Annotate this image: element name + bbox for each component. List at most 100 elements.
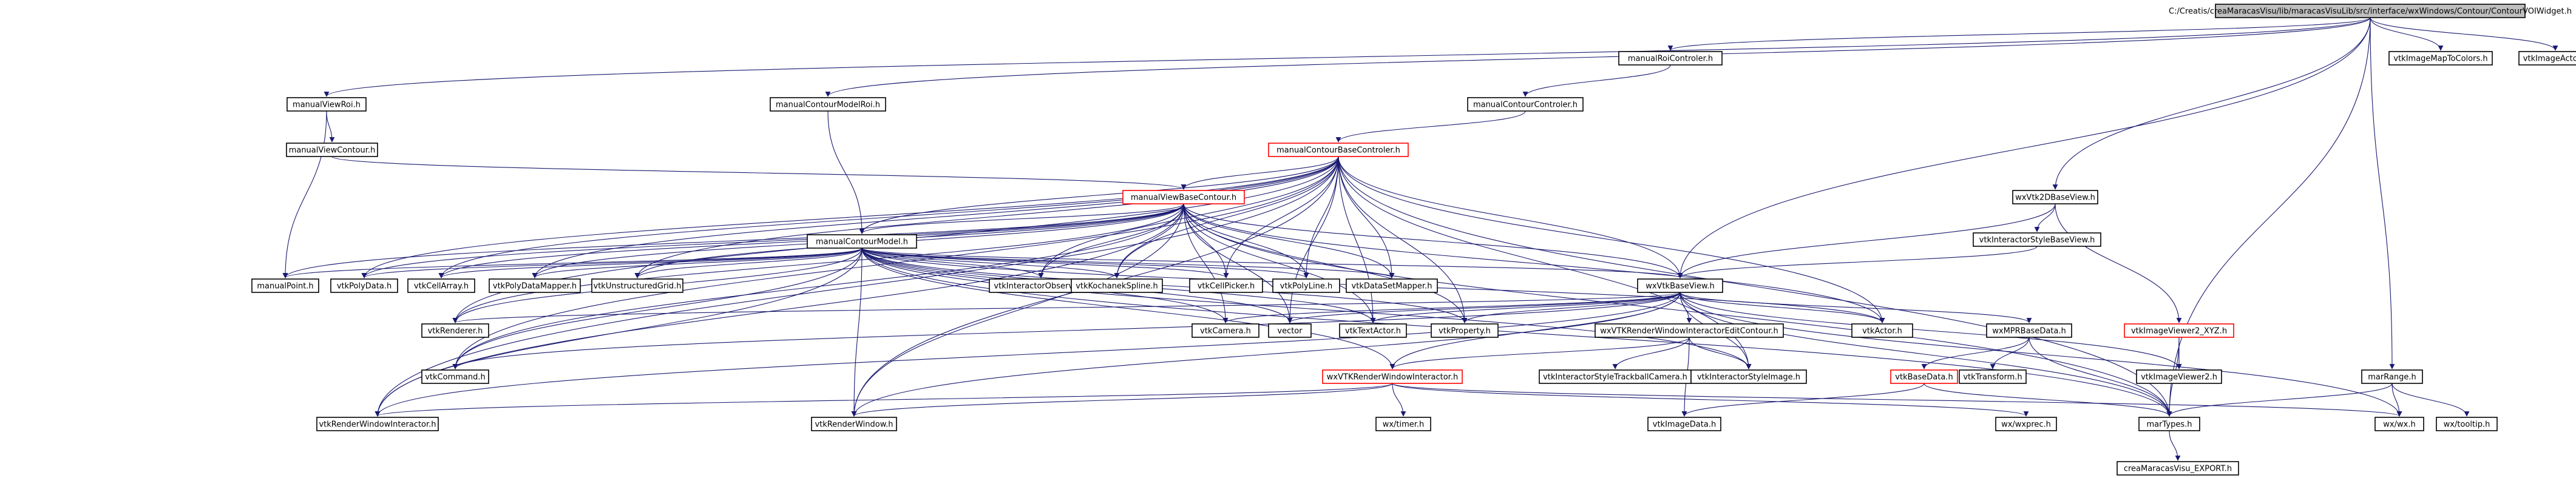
node-box[interactable] (1690, 369, 1807, 384)
node-box[interactable] (1959, 369, 2027, 384)
node-vtkRenderWindow[interactable]: vtkRenderWindow.h (811, 417, 897, 431)
node-box[interactable] (1272, 278, 1340, 293)
node-vtkInteractorStyleTrackballCamera[interactable]: vtkInteractorStyleTrackballCamera.h (1539, 369, 1692, 384)
node-manualContourModel[interactable]: manualContourModel.h (807, 234, 917, 249)
node-box[interactable] (421, 369, 489, 384)
node-box[interactable] (1995, 417, 2057, 431)
node-vtkTextActor[interactable]: vtkTextActor.h (1339, 323, 1407, 338)
node-vtkDataSetMapper[interactable]: vtkDataSetMapper.h (1346, 278, 1438, 293)
node-box[interactable] (2436, 417, 2498, 431)
node-manualContourBaseControler[interactable]: manualContourBaseControler.h (1268, 143, 1409, 157)
node-box[interactable] (251, 278, 319, 293)
node-box[interactable] (1986, 323, 2072, 338)
node-marRange[interactable]: marRange.h (2361, 369, 2423, 384)
node-box[interactable] (1973, 232, 2101, 247)
node-manualRoiControler[interactable]: manualRoiControler.h (1618, 51, 1723, 66)
node-vtkCommand[interactable]: vtkCommand.h (421, 369, 489, 384)
node-vtkImageMapToColors[interactable]: vtkImageMapToColors.h (2388, 51, 2493, 66)
node-vtkInteractorStyleBaseView[interactable]: vtkInteractorStyleBaseView.h (1973, 232, 2101, 247)
node-box[interactable] (1647, 417, 1721, 431)
node-marTypes[interactable]: marTypes.h (2138, 417, 2200, 431)
node-wxWxprec[interactable]: wx/wxprec.h (1995, 417, 2057, 431)
node-box[interactable] (1431, 323, 1499, 338)
node-box[interactable] (407, 278, 475, 293)
node-box[interactable] (1637, 278, 1723, 293)
node-box[interactable] (1851, 323, 1913, 338)
node-box[interactable] (807, 234, 917, 249)
node-box[interactable] (1618, 51, 1723, 66)
node-box[interactable] (2117, 461, 2239, 476)
node-manualViewContour[interactable]: manualViewContour.h (286, 143, 378, 157)
node-vtkCellArray[interactable]: vtkCellArray.h (407, 278, 475, 293)
node-vector[interactable]: vector (1268, 323, 1312, 338)
node-vtkInteractorStyleImage[interactable]: vtkInteractorStyleImage.h (1690, 369, 1807, 384)
node-box[interactable] (2136, 369, 2222, 384)
node-box[interactable] (1339, 323, 1407, 338)
node-manualContourControler[interactable]: manualContourControler.h (1467, 97, 1584, 112)
node-box[interactable] (2374, 417, 2424, 431)
node-box[interactable] (811, 417, 897, 431)
node-box[interactable] (1375, 417, 1431, 431)
node-creaMaracasVisuExport[interactable]: creaMaracasVisu_EXPORT.h (2117, 461, 2239, 476)
node-vtkPolyLine[interactable]: vtkPolyLine.h (1272, 278, 1340, 293)
node-box[interactable] (1346, 278, 1438, 293)
node-box[interactable] (1595, 323, 1784, 338)
node-vtkImageActor[interactable]: vtkImageActor.h (2518, 51, 2576, 66)
node-vtkBaseData[interactable]: vtkBaseData.h (1890, 369, 1958, 384)
node-box[interactable] (1467, 97, 1584, 112)
node-wxMPRBaseData[interactable]: wxMPRBaseData.h (1986, 323, 2072, 338)
node-box[interactable] (2215, 4, 2526, 18)
node-label: vtkKochanekSpline.h (1076, 282, 1158, 291)
node-root[interactable]: C:/Creatis/creaMaracasVisu/lib/maracasVi… (2169, 4, 2572, 18)
node-wxVTKRenderWindowInteractorEditContour[interactable]: wxVTKRenderWindowInteractorEditContour.h (1595, 323, 1784, 338)
node-wxTooltip[interactable]: wx/tooltip.h (2436, 417, 2498, 431)
node-box[interactable] (1268, 323, 1312, 338)
node-wxVtkBaseView[interactable]: wxVtkBaseView.h (1637, 278, 1723, 293)
node-box[interactable] (1191, 323, 1259, 338)
node-vtkImageData[interactable]: vtkImageData.h (1647, 417, 1721, 431)
node-manualPoint[interactable]: manualPoint.h (251, 278, 319, 293)
node-box[interactable] (316, 417, 439, 431)
node-vtkImageViewer2_XYZ[interactable]: vtkImageViewer2_XYZ.h (2124, 323, 2234, 338)
node-wxWx[interactable]: wx/wx.h (2374, 417, 2424, 431)
node-box[interactable] (2124, 323, 2234, 338)
node-box[interactable] (1890, 369, 1958, 384)
node-box[interactable] (489, 278, 581, 293)
node-wxTimer[interactable]: wx/timer.h (1375, 417, 1431, 431)
node-box[interactable] (2138, 417, 2200, 431)
node-box[interactable] (2388, 51, 2493, 66)
node-box[interactable] (770, 97, 886, 112)
node-box[interactable] (1122, 190, 1245, 204)
node-box[interactable] (1071, 278, 1163, 293)
node-vtkProperty[interactable]: vtkProperty.h (1431, 323, 1499, 338)
node-box[interactable] (286, 143, 378, 157)
node-vtkActor[interactable]: vtkActor.h (1851, 323, 1913, 338)
node-box[interactable] (2518, 51, 2576, 66)
node-vtkUnstructuredGrid[interactable]: vtkUnstructuredGrid.h (591, 278, 683, 293)
node-box[interactable] (1268, 143, 1409, 157)
edge-wxVtk2DBaseView-to-vtkInteractorStyleBaseView (2034, 203, 2056, 232)
node-box[interactable] (286, 97, 367, 112)
node-box[interactable] (421, 323, 489, 338)
node-box[interactable] (2361, 369, 2423, 384)
node-manualContourModelRoi[interactable]: manualContourModelRoi.h (770, 97, 886, 112)
node-vtkTransform[interactable]: vtkTransform.h (1959, 369, 2027, 384)
node-vtkRenderer[interactable]: vtkRenderer.h (421, 323, 489, 338)
node-box[interactable] (330, 278, 398, 293)
node-manualViewBaseContour[interactable]: manualViewBaseContour.h (1122, 190, 1245, 204)
node-box[interactable] (1189, 278, 1263, 293)
node-wxVTKRenderWindowInteractor[interactable]: wxVTKRenderWindowInteractor.h (1322, 369, 1463, 384)
node-vtkPolyDataMapper[interactable]: vtkPolyDataMapper.h (489, 278, 581, 293)
node-box[interactable] (2012, 190, 2098, 204)
node-wxVtk2DBaseView[interactable]: wxVtk2DBaseView.h (2012, 190, 2098, 204)
node-vtkPolyData[interactable]: vtkPolyData.h (330, 278, 398, 293)
node-vtkCamera[interactable]: vtkCamera.h (1191, 323, 1259, 338)
node-vtkKochanekSpline[interactable]: vtkKochanekSpline.h (1071, 278, 1163, 293)
node-box[interactable] (591, 278, 683, 293)
node-vtkRenderWindowInteractor[interactable]: vtkRenderWindowInteractor.h (316, 417, 439, 431)
node-manualViewRoi[interactable]: manualViewRoi.h (286, 97, 367, 112)
edge-line (1338, 156, 1683, 278)
node-vtkImageViewer2[interactable]: vtkImageViewer2.h (2136, 369, 2222, 384)
node-vtkCellPicker[interactable]: vtkCellPicker.h (1189, 278, 1263, 293)
node-box[interactable] (1322, 369, 1463, 384)
